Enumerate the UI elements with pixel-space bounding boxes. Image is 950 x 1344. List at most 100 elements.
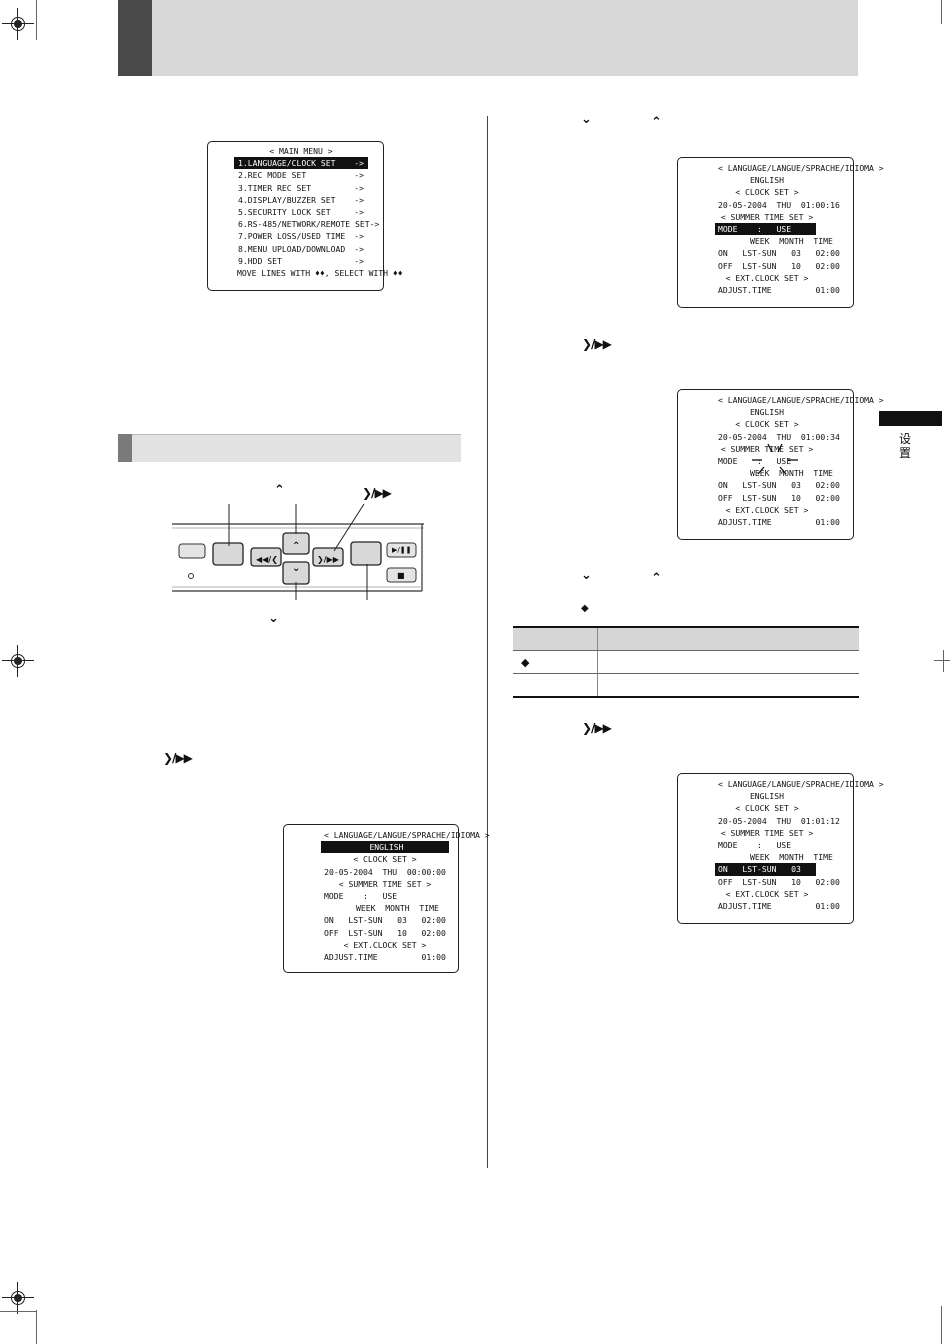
main-menu-item[interactable]: 8.MENU UPLOAD/DOWNLOAD -> [236, 243, 366, 255]
main-menu-item-label: 2.REC MODE SET [238, 170, 307, 181]
summer-on-line: ON LST-SUN 03 02:00 [718, 480, 840, 491]
summer-on-line: ON LST-SUN 03 02:00 [715, 863, 840, 876]
clock-date: 20-05-2004 THU 00:00:00 [324, 866, 446, 877]
clock-date: 20-05-2004 THU 01:00:34 [718, 431, 840, 442]
clock-language: ENGLISH [749, 407, 785, 418]
main-menu-item-arrow: -> [369, 219, 380, 230]
fwd-button-label: ❯/▶▶ [317, 555, 339, 564]
main-menu-item-label: 9.HDD SET [238, 255, 282, 266]
registration-mark-icon [2, 645, 34, 677]
main-menu-item-label: 7.POWER LOSS/USED TIME [238, 231, 346, 242]
down-arrow-icon: ⌄ [581, 112, 592, 127]
table-cell: ◆ [513, 650, 598, 674]
chapter-header-tab [118, 0, 152, 76]
down-arrow-icon: ⌄ [268, 611, 279, 626]
crop-mark [36, 0, 37, 40]
clock-screen-3: < LANGUAGE/LANGUE/SPRACHE/IDIOMA >ENGLIS… [677, 389, 884, 540]
ext-clock-heading: < EXT.CLOCK SET > [343, 939, 427, 950]
up-arrow-icon: ⌃ [651, 115, 662, 130]
section-heading-tab [118, 434, 132, 462]
clock-screen-4: < LANGUAGE/LANGUE/SPRACHE/IDIOMA >ENGLIS… [677, 773, 884, 924]
main-menu-item[interactable]: 9.HDD SET-> [236, 255, 366, 267]
clock-set-heading: < CLOCK SET > [735, 803, 799, 814]
clock-set-heading: < CLOCK SET > [735, 187, 799, 198]
summer-on-line: ON LST-SUN 03 02:00 [718, 248, 840, 259]
up-button-icon: ⌃ [292, 541, 301, 552]
main-menu-item-label: 3.TIMER REC SET [238, 182, 312, 193]
summer-off-line: OFF LST-SUN 10 02:00 [718, 492, 840, 503]
chapter-header-band [118, 0, 858, 76]
table-cell [513, 673, 598, 698]
clock-screen-2: < LANGUAGE/LANGUE/SPRACHE/IDIOMA >ENGLIS… [677, 157, 884, 308]
summer-mode-line: MODE : USE [718, 839, 792, 850]
main-menu-item[interactable]: 5.SECURITY LOCK SET-> [236, 206, 366, 218]
summer-time-heading: < SUMMER TIME SET > [720, 211, 814, 222]
main-menu-item-arrow: -> [354, 170, 364, 181]
registration-mark-icon [2, 8, 34, 40]
clock-set-heading: < CLOCK SET > [735, 419, 799, 430]
forward-icon: ❯/▶▶ [163, 751, 193, 765]
chapter-side-label: 设置 [898, 432, 911, 460]
table-row [513, 673, 859, 698]
main-menu-item[interactable]: 6.RS-485/NETWORK/REMOTE SET-> [236, 218, 379, 230]
stop-button-label: ■ [397, 571, 405, 580]
table-row: ◆ [513, 650, 859, 674]
summer-mode-line: MODE : USE [718, 455, 792, 466]
ext-clock-heading: < EXT.CLOCK SET > [725, 504, 809, 515]
main-menu-item-label: 4.DISPLAY/BUZZER SET [238, 194, 336, 205]
summer-time-heading: < SUMMER TIME SET > [720, 827, 814, 838]
clock-set-heading: < CLOCK SET > [353, 854, 417, 865]
table-header-cell [513, 626, 598, 651]
main-menu-item-arrow: -> [354, 243, 364, 254]
forward-icon: ❯/▶▶ [582, 337, 612, 351]
main-menu-item-label: 8.MENU UPLOAD/DOWNLOAD [238, 243, 346, 254]
table-cell [597, 673, 859, 698]
summer-off-line: OFF LST-SUN 10 02:00 [324, 927, 446, 938]
summer-column-headings: WEEK MONTH TIME [356, 903, 439, 914]
column-divider [487, 116, 488, 1168]
up-arrow-icon: ⌃ [651, 571, 662, 586]
table-cell [597, 650, 859, 674]
section-heading-bar [118, 434, 461, 462]
main-menu-item[interactable]: 1.LANGUAGE/CLOCK SET-> [234, 157, 368, 170]
clock-title: < LANGUAGE/LANGUE/SPRACHE/IDIOMA > [324, 830, 490, 840]
chapter-side-tab [879, 411, 942, 426]
registration-mark-icon [2, 1282, 34, 1314]
main-menu-item[interactable]: 2.REC MODE SET -> [236, 169, 366, 181]
main-menu-item[interactable]: 7.POWER LOSS/USED TIME -> [236, 230, 366, 242]
main-menu-item[interactable]: 4.DISPLAY/BUZZER SET-> [236, 194, 366, 206]
summer-off-line: OFF LST-SUN 10 02:00 [718, 876, 840, 887]
summer-column-headings: WEEK MONTH TIME [750, 236, 833, 247]
summer-column-headings: WEEK MONTH TIME [750, 852, 833, 863]
crop-mark [941, 1306, 942, 1344]
summer-time-heading: < SUMMER TIME SET > [338, 878, 432, 889]
main-menu-item-label: 1.LANGUAGE/CLOCK SET [238, 158, 336, 169]
ext-clock-heading: < EXT.CLOCK SET > [725, 888, 809, 899]
main-menu-item-arrow: -> [354, 182, 364, 193]
summer-on-line: ON LST-SUN 03 02:00 [324, 915, 446, 926]
table-header-row [513, 626, 859, 651]
main-menu-item-label: 6.RS-485/NETWORK/REMOTE SET [238, 219, 370, 230]
summer-mode-line: MODE : USE [324, 890, 398, 901]
summer-off-line: OFF LST-SUN 10 02:00 [718, 260, 840, 271]
crop-mark [943, 650, 944, 672]
clock-language: ENGLISH [749, 791, 785, 802]
rew-button-label: ◀◀/❮ [256, 555, 278, 564]
summer-mode-line: MODE : USE [715, 222, 816, 236]
main-menu-item-arrow: -> [354, 206, 364, 217]
main-menu-title: < MAIN MENU > [269, 146, 333, 156]
main-menu-item-arrow: -> [354, 231, 364, 242]
main-menu-item[interactable]: 3.TIMER REC SET -> [236, 182, 366, 194]
flashing-indicator-icon [752, 443, 798, 475]
down-arrow-icon: ⌄ [581, 568, 592, 583]
clock-language: ENGLISH [321, 841, 449, 854]
crop-mark [36, 1310, 37, 1344]
table-header-cell [597, 626, 859, 651]
main-menu-screen: < MAIN MENU > 1.LANGUAGE/CLOCK SET->2.RE… [207, 141, 403, 291]
adjust-time-line: ADJUST.TIME 01:00 [718, 900, 840, 911]
ext-clock-heading: < EXT.CLOCK SET > [725, 272, 809, 283]
clock-language: ENGLISH [749, 175, 785, 186]
clock-date: 20-05-2004 THU 01:00:16 [718, 199, 840, 210]
adjust-time-line: ADJUST.TIME 01:00 [718, 516, 840, 527]
main-menu-footer: MOVE LINES WITH ♦♦, SELECT WITH ♦♦ [237, 267, 403, 278]
